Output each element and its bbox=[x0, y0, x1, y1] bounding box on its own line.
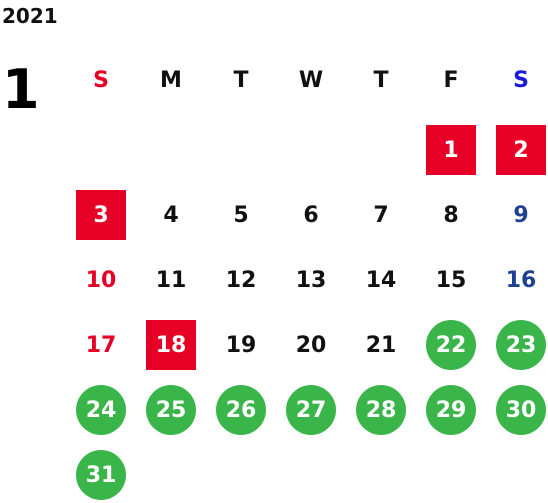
weekday-header-3: W bbox=[298, 67, 324, 93]
day-cell-30[interactable]: 30 bbox=[496, 385, 546, 435]
day-cell-6[interactable]: 6 bbox=[303, 202, 319, 228]
day-cell-1[interactable]: 1 bbox=[426, 125, 476, 175]
day-cell-20[interactable]: 20 bbox=[295, 332, 327, 358]
month-number: 1 bbox=[2, 58, 40, 121]
day-cell-5[interactable]: 5 bbox=[233, 202, 249, 228]
day-cell-22[interactable]: 22 bbox=[426, 320, 476, 370]
day-cell-3[interactable]: 3 bbox=[76, 190, 126, 240]
day-cell-9[interactable]: 9 bbox=[513, 202, 529, 228]
weekday-header-4: T bbox=[373, 67, 389, 93]
day-cell-27[interactable]: 27 bbox=[286, 385, 336, 435]
day-cell-18[interactable]: 18 bbox=[146, 320, 196, 370]
year-label: 2021 bbox=[2, 4, 58, 28]
weekday-header-0: S bbox=[93, 67, 109, 93]
day-cell-21[interactable]: 21 bbox=[365, 332, 397, 358]
day-cell-31[interactable]: 31 bbox=[76, 450, 126, 500]
day-cell-25[interactable]: 25 bbox=[146, 385, 196, 435]
weekday-header-5: F bbox=[443, 67, 459, 93]
weekday-header-2: T bbox=[233, 67, 249, 93]
day-cell-19[interactable]: 19 bbox=[225, 332, 257, 358]
day-cell-26[interactable]: 26 bbox=[216, 385, 266, 435]
day-cell-17[interactable]: 17 bbox=[85, 332, 117, 358]
weekday-header-6: S bbox=[513, 67, 529, 93]
day-cell-16[interactable]: 16 bbox=[505, 267, 537, 293]
weekday-header-1: M bbox=[160, 67, 182, 93]
day-cell-2[interactable]: 2 bbox=[496, 125, 546, 175]
day-cell-23[interactable]: 23 bbox=[496, 320, 546, 370]
day-cell-4[interactable]: 4 bbox=[163, 202, 179, 228]
day-cell-11[interactable]: 11 bbox=[155, 267, 187, 293]
day-cell-14[interactable]: 14 bbox=[365, 267, 397, 293]
day-cell-29[interactable]: 29 bbox=[426, 385, 476, 435]
day-cell-15[interactable]: 15 bbox=[435, 267, 467, 293]
day-cell-8[interactable]: 8 bbox=[443, 202, 459, 228]
day-cell-13[interactable]: 13 bbox=[295, 267, 327, 293]
day-cell-12[interactable]: 12 bbox=[225, 267, 257, 293]
day-cell-7[interactable]: 7 bbox=[373, 202, 389, 228]
day-cell-10[interactable]: 10 bbox=[85, 267, 117, 293]
day-cell-28[interactable]: 28 bbox=[356, 385, 406, 435]
day-cell-24[interactable]: 24 bbox=[76, 385, 126, 435]
